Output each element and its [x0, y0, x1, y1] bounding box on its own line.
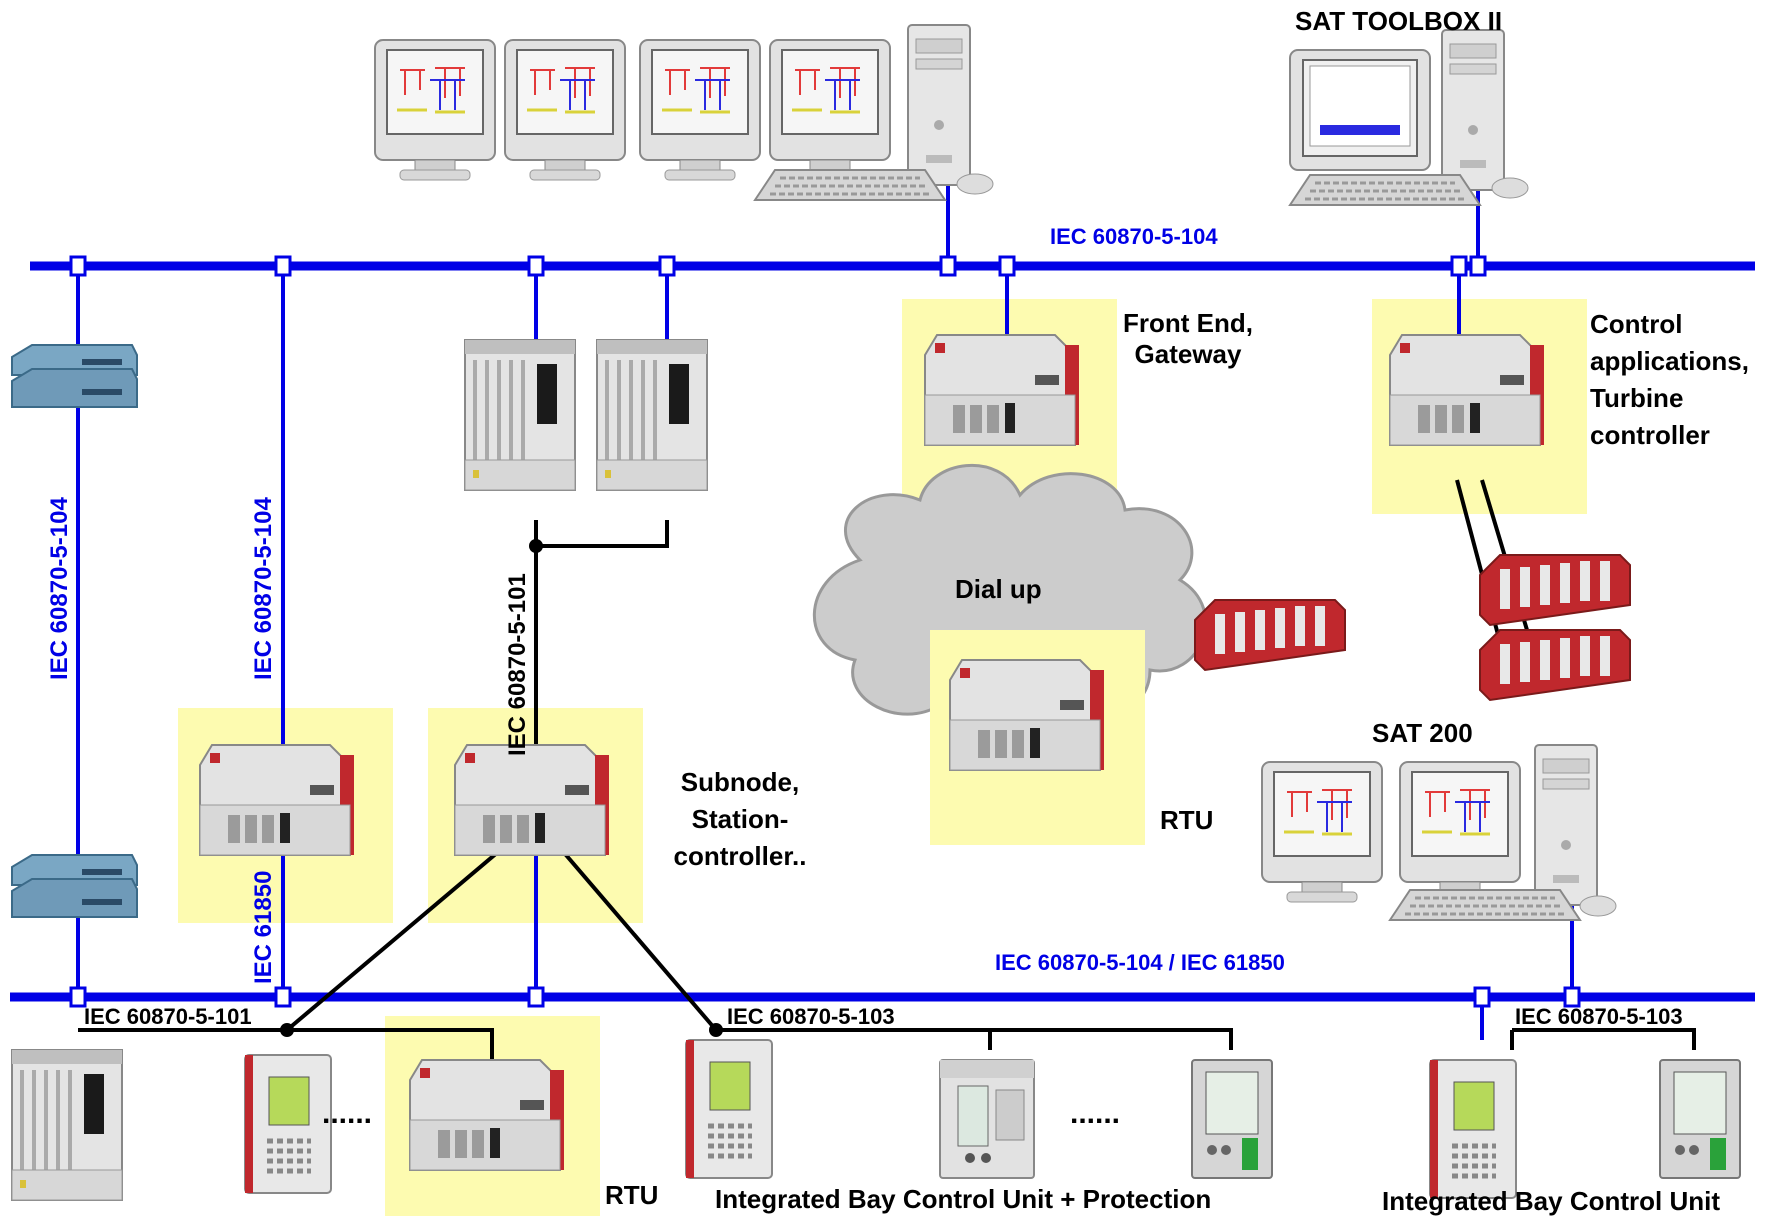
- junction-dot: [280, 1023, 294, 1037]
- rtu-cloud-label: RTU: [1160, 805, 1214, 835]
- rtu-controller-icon: [409, 1059, 565, 1171]
- iec101-bottom-label: IEC 60870-5-101: [84, 1004, 252, 1029]
- protection-relay-icon: [1430, 1060, 1516, 1198]
- bus-bottom-label: IEC 60870-5-104 / IEC 61850: [995, 950, 1285, 975]
- workstation-monitor-icon: [373, 38, 497, 182]
- subnode-line-1: Subnode,: [680, 767, 800, 797]
- workstation-monitor-icon: [503, 38, 627, 182]
- bay-cabinet-icon: [10, 1048, 124, 1202]
- router-icon: [11, 854, 138, 918]
- dial-up-label: Dial up: [955, 574, 1042, 604]
- rtu-controller-icon: [199, 744, 355, 856]
- bay-control-unit-icon: [1191, 1059, 1273, 1179]
- pc-tower-icon: [1534, 744, 1598, 906]
- keyboard-icon: [753, 168, 947, 202]
- workstation-monitor-icon: [638, 38, 762, 182]
- io-module-rack-icon: [1195, 600, 1345, 670]
- keyboard-icon: [1288, 173, 1482, 207]
- workstation-monitor-icon: [768, 38, 892, 182]
- pc-tower-icon: [907, 24, 971, 186]
- control-apps-line-4: controller: [1590, 420, 1710, 450]
- workstation-monitor-icon: [1260, 760, 1384, 904]
- sat200-workstation: [1260, 744, 1617, 922]
- bay-control-unit-icon: [939, 1059, 1035, 1179]
- front-end-label: Front End, Gateway: [1108, 308, 1268, 370]
- bay-cabinet-icon: [595, 338, 709, 492]
- mouse-icon: [956, 173, 994, 195]
- dots-mid: ......: [1070, 1097, 1121, 1130]
- io-module-rack-icon: [1480, 555, 1630, 625]
- bay-cabinet-icon: [463, 338, 577, 492]
- scada-workstations: [373, 24, 994, 202]
- bay-control-unit-icon: [1659, 1059, 1741, 1179]
- protection-relay-icon: [686, 1040, 772, 1178]
- rtu-controller-icon: [949, 659, 1105, 771]
- vert-101-label: IEC 60870-5-101: [504, 573, 531, 756]
- bus-connectors: [69, 255, 1581, 1008]
- rtu-controller-icon: [1389, 334, 1545, 446]
- mouse-icon: [1491, 177, 1529, 199]
- keyboard-icon: [1388, 888, 1582, 922]
- sat-toolbox-pc: [1288, 29, 1529, 207]
- ibcu-protection-label: Integrated Bay Control Unit + Protection: [715, 1184, 1212, 1214]
- control-apps-label: Control applications, Turbine controller: [1590, 306, 1749, 454]
- junction-dot: [709, 1023, 723, 1037]
- sat200-label: SAT 200: [1372, 718, 1473, 748]
- io-module-rack-icon: [1480, 630, 1630, 700]
- ibcu-label: Integrated Bay Control Unit: [1382, 1186, 1721, 1216]
- bus-top-label: IEC 60870-5-104: [1050, 224, 1218, 249]
- front-end-line-1: Front End,: [1123, 308, 1253, 338]
- rtu-bottom-label: RTU: [605, 1180, 659, 1210]
- protection-relay-icon: [245, 1055, 331, 1193]
- sat-toolbox-label: SAT TOOLBOX II: [1295, 6, 1503, 36]
- vert-second-label: IEC 60870-5-104: [250, 497, 277, 680]
- rtu-controller-icon: [454, 744, 610, 856]
- iec103-mid-label: IEC 60870-5-103: [727, 1004, 895, 1029]
- junction-dot: [529, 539, 543, 553]
- dots-left: ......: [322, 1097, 373, 1130]
- workstation-monitor-icon: [1398, 760, 1522, 904]
- vert-left-label: IEC 60870-5-104: [46, 497, 73, 680]
- subnode-label: Subnode, Station- controller..: [655, 764, 825, 875]
- front-end-line-2: Gateway: [1134, 339, 1242, 370]
- control-apps-line-1: Control: [1590, 309, 1683, 339]
- iec103-right-label: IEC 60870-5-103: [1515, 1004, 1683, 1029]
- control-apps-line-2: applications,: [1590, 346, 1749, 376]
- vert-61850-label: IEC 61850: [250, 870, 277, 984]
- subnode-line-3: controller..: [673, 841, 807, 871]
- pc-tower-icon: [1441, 29, 1505, 191]
- mouse-icon: [1579, 895, 1617, 917]
- router-icon: [11, 344, 138, 408]
- rtu-controller-icon: [924, 334, 1080, 446]
- subnode-line-2: Station-: [691, 804, 789, 834]
- control-apps-line-3: Turbine: [1590, 383, 1684, 413]
